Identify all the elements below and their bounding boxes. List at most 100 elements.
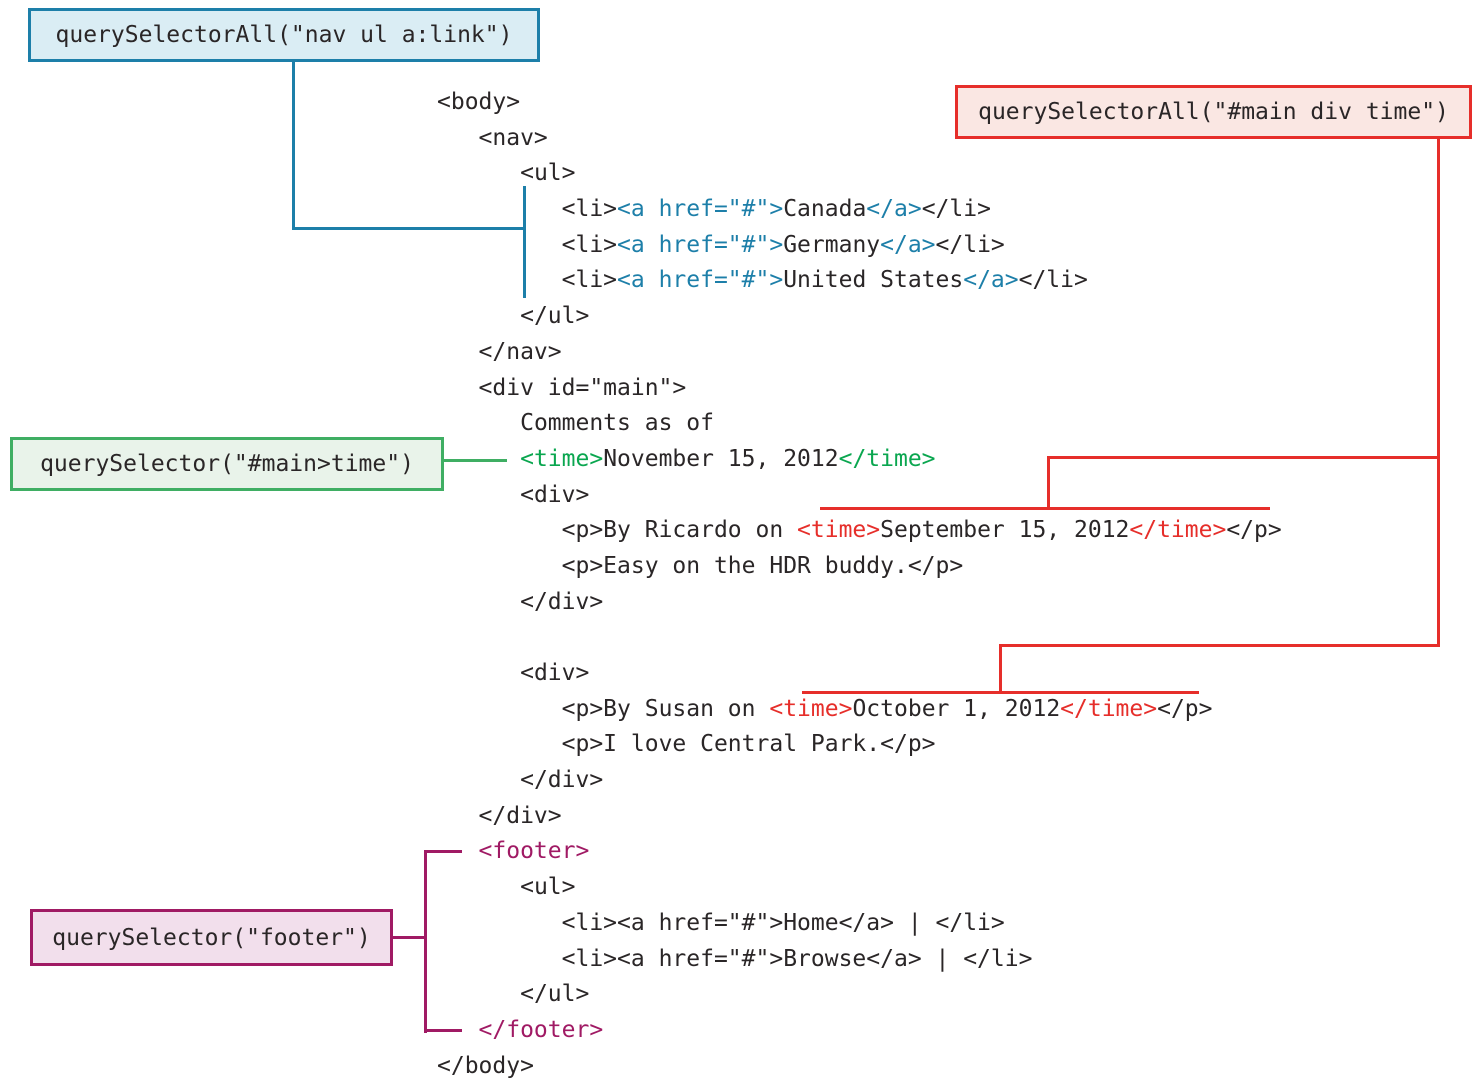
callout-label: querySelectorAll("nav ul a:link"): [55, 22, 513, 48]
code-line: <time>November 15, 2012</time>: [437, 442, 1282, 478]
code-segment: <time>: [769, 695, 853, 722]
red-connector-branch2-top: [1000, 644, 1440, 647]
code-segment: <li>: [561, 196, 618, 223]
code-segment: <div id="main">: [478, 374, 687, 401]
red-connector-main-vertical: [1437, 136, 1440, 647]
green-connector-horizontal: [441, 459, 507, 462]
code-segment: <p>By Susan on: [561, 695, 770, 722]
code-line: <li><a href="#">Germany</a></li>: [437, 228, 1282, 264]
callout-queryselectorall-nav-links: querySelectorAll("nav ul a:link"): [28, 8, 540, 62]
code-segment: <li><a href="#">Home</a> | </li>: [561, 909, 1005, 936]
callout-label: querySelectorAll("#main div time"): [978, 99, 1449, 125]
code-line: <li><a href="#">Home</a> | </li>: [437, 906, 1282, 942]
code-segment: </ul>: [520, 303, 590, 330]
code-segment: <div>: [520, 660, 590, 686]
code-segment: </a>: [866, 196, 922, 223]
code-segment: </li>: [935, 231, 1005, 258]
code-line: <p>By Susan on <time>October 1, 2012</ti…: [437, 692, 1282, 728]
code-segment: <ul>: [520, 160, 576, 187]
code-segment: United States: [783, 267, 964, 294]
code-segment: </nav>: [478, 338, 562, 365]
code-segment: </div>: [478, 802, 562, 829]
code-segment: </p>: [1157, 695, 1213, 722]
code-segment: </time>: [1129, 517, 1227, 544]
blue-connector-li-bracket: [523, 186, 526, 298]
callout-queryselectorall-main-div-time: querySelectorAll("#main div time"): [955, 85, 1472, 139]
code-line: </div>: [437, 763, 1282, 799]
purple-connector-footer-close-stub: [424, 1029, 462, 1032]
code-segment: <time>: [520, 445, 604, 472]
code-segment: <body>: [437, 89, 521, 115]
callout-label: querySelector("footer"): [52, 924, 371, 951]
code-line: <nav>: [437, 121, 1282, 157]
code-segment: September 15, 2012: [880, 517, 1130, 544]
callout-queryselector-main-time: querySelector("#main>time"): [10, 437, 444, 491]
code-line: </body>: [437, 1049, 1282, 1085]
code-segment: </time>: [1060, 695, 1158, 722]
code-segment: </div>: [520, 767, 604, 794]
code-line: </div>: [437, 585, 1282, 621]
code-segment: <a href="#">: [617, 196, 784, 223]
red-connector-branch2-stub: [999, 644, 1002, 694]
blue-connector-vertical-from-box: [292, 59, 295, 230]
callout-queryselector-footer: querySelector("footer"): [30, 909, 393, 966]
code-line: <p>I love Central Park.</p>: [437, 727, 1282, 763]
code-line: <li><a href="#">Canada</a></li>: [437, 192, 1282, 228]
code-segment: <p>By Ricardo on: [561, 517, 798, 544]
code-segment: <ul>: [520, 874, 576, 901]
red-connector-branch1-pointer: [820, 507, 1270, 510]
code-segment: <p>I love Central Park.</p>: [561, 731, 936, 758]
code-segment: </a>: [963, 267, 1019, 294]
red-connector-branch2-pointer: [802, 691, 1199, 694]
code-block: <body><nav><ul><li><a href="#">Canada</a…: [437, 85, 1282, 1084]
code-segment: <a href="#">: [617, 231, 784, 258]
code-segment: October 1, 2012: [852, 695, 1061, 722]
code-line: Comments as of: [437, 406, 1282, 442]
code-line: </nav>: [437, 335, 1282, 371]
code-segment: <li><a href="#">Browse</a> | </li>: [561, 945, 1033, 972]
code-segment: </ul>: [520, 981, 590, 1008]
code-segment: </body>: [437, 1052, 534, 1079]
code-segment: </time>: [838, 445, 936, 472]
code-segment: <div>: [520, 481, 590, 508]
code-line: </ul>: [437, 977, 1282, 1013]
blue-connector-horizontal: [292, 227, 526, 230]
code-line: </div>: [437, 799, 1282, 835]
code-line: <body>: [437, 85, 1282, 121]
code-segment: <time>: [797, 517, 881, 544]
red-connector-branch1-stub: [1047, 456, 1050, 510]
purple-connector-vertical: [424, 851, 427, 1033]
code-segment: <footer>: [478, 838, 590, 865]
code-line: <div>: [437, 656, 1282, 692]
code-segment: </div>: [520, 588, 604, 615]
code-segment: <a href="#">: [617, 267, 784, 294]
purple-connector-footer-stub: [424, 850, 462, 853]
code-segment: </li>: [921, 196, 991, 223]
code-line: <p>Easy on the HDR buddy.</p>: [437, 549, 1282, 585]
code-segment: Germany: [783, 231, 881, 258]
code-segment: <li>: [561, 231, 618, 258]
callout-label: querySelector("#main>time"): [40, 451, 414, 477]
code-segment: </li>: [1018, 267, 1088, 294]
code-line: <li><a href="#">United States</a></li>: [437, 263, 1282, 299]
code-segment: Canada: [783, 196, 867, 223]
red-connector-branch1-top: [1048, 456, 1440, 459]
code-segment: </footer>: [478, 1016, 604, 1043]
code-segment: November 15, 2012: [603, 445, 839, 472]
code-segment: <p>Easy on the HDR buddy.</p>: [561, 552, 964, 579]
code-line: [437, 620, 1282, 656]
code-line: <div id="main">: [437, 371, 1282, 407]
code-segment: </a>: [880, 231, 936, 258]
code-line: <ul>: [437, 156, 1282, 192]
purple-connector-from-box: [391, 936, 427, 939]
code-segment: <li>: [561, 267, 618, 294]
code-line: </ul>: [437, 299, 1282, 335]
code-line: <p>By Ricardo on <time>September 15, 201…: [437, 513, 1282, 549]
code-line: <ul>: [437, 870, 1282, 906]
code-line: <li><a href="#">Browse</a> | </li>: [437, 942, 1282, 978]
code-segment: Comments as of: [520, 410, 714, 437]
code-line: <footer>: [437, 834, 1282, 870]
code-line: <div>: [437, 478, 1282, 514]
code-segment: <nav>: [478, 124, 548, 151]
